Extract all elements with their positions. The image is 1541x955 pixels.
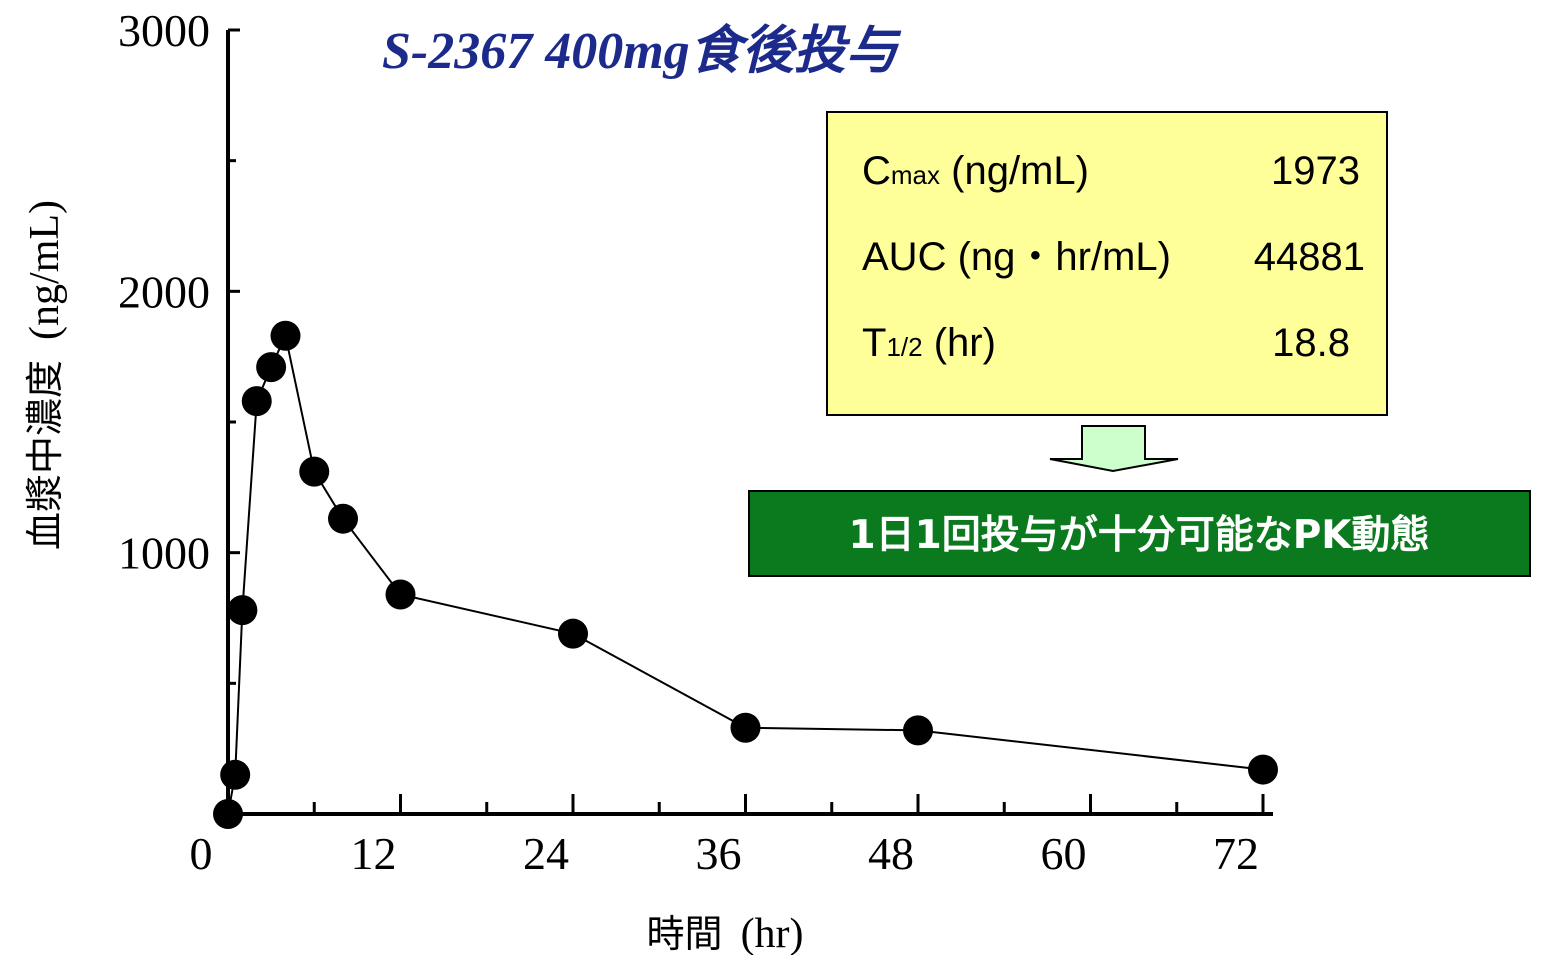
conclusion-banner-background [748, 490, 1531, 577]
down-arrow-icon [1049, 425, 1179, 473]
data-point [328, 503, 358, 534]
x-tick-label: 48 [868, 828, 914, 879]
data-point [903, 715, 933, 746]
x-ticks [312, 794, 1265, 814]
x-tick-label: 60 [1041, 828, 1087, 879]
info-row-auc-label: AUC (ng・hr/mL) [862, 235, 1171, 279]
info-box-background [826, 111, 1388, 416]
info-row-cmax-label: Cmax (ng/mL) [862, 149, 1089, 193]
info-row-cmax-value: 1973 [1271, 149, 1360, 193]
info-box: Cmax (ng/mL) 1973 AUC (ng・hr/mL) 44881 T… [826, 111, 1388, 416]
data-point [227, 595, 258, 626]
x-tick-labels: 0 12 24 36 48 60 72 [190, 828, 1260, 879]
conclusion-banner: 1日1回投与が十分可能なPK動態 [748, 490, 1531, 577]
data-point [299, 456, 330, 487]
y-axis-label: 血漿中濃度 [23, 360, 67, 550]
y-tick-label: 1000 [118, 528, 210, 579]
chart-title: S-2367 400mg食後投与 [382, 22, 902, 80]
y-ticks [228, 28, 240, 685]
info-row-auc-value: 44881 [1254, 235, 1365, 279]
info-row-thalf-value: 18.8 [1272, 321, 1350, 365]
data-point [256, 352, 287, 383]
x-tick-label: 72 [1213, 828, 1259, 879]
y-axis-title: 血漿中濃度 (ng/mL) [22, 200, 68, 550]
data-point [241, 386, 272, 417]
data-point [213, 799, 243, 829]
y-tick-label: 2000 [118, 266, 210, 317]
conclusion-text: 1日1回投与が十分可能なPK動態 [848, 513, 1429, 558]
y-tick-label: 3000 [118, 5, 210, 56]
data-point [270, 320, 301, 351]
y-tick-labels: 1000 2000 3000 [118, 5, 210, 579]
data-point [558, 618, 588, 649]
series-points [213, 320, 1278, 829]
x-tick-label: 0 [190, 828, 213, 879]
data-point [385, 579, 416, 610]
x-tick-label: 36 [696, 828, 742, 879]
x-axis-unit: (hr) [741, 911, 804, 955]
x-axis-title: 時間 (hr) [646, 911, 803, 955]
x-tick-label: 12 [351, 828, 397, 879]
x-axis-label: 時間 [646, 912, 722, 955]
data-point [1248, 754, 1278, 785]
data-point [220, 759, 251, 790]
info-row-thalf-label: T1/2 (hr) [862, 321, 996, 365]
y-axis-unit: (ng/mL) [22, 200, 68, 340]
data-point [730, 712, 761, 743]
x-tick-label: 24 [523, 828, 569, 879]
